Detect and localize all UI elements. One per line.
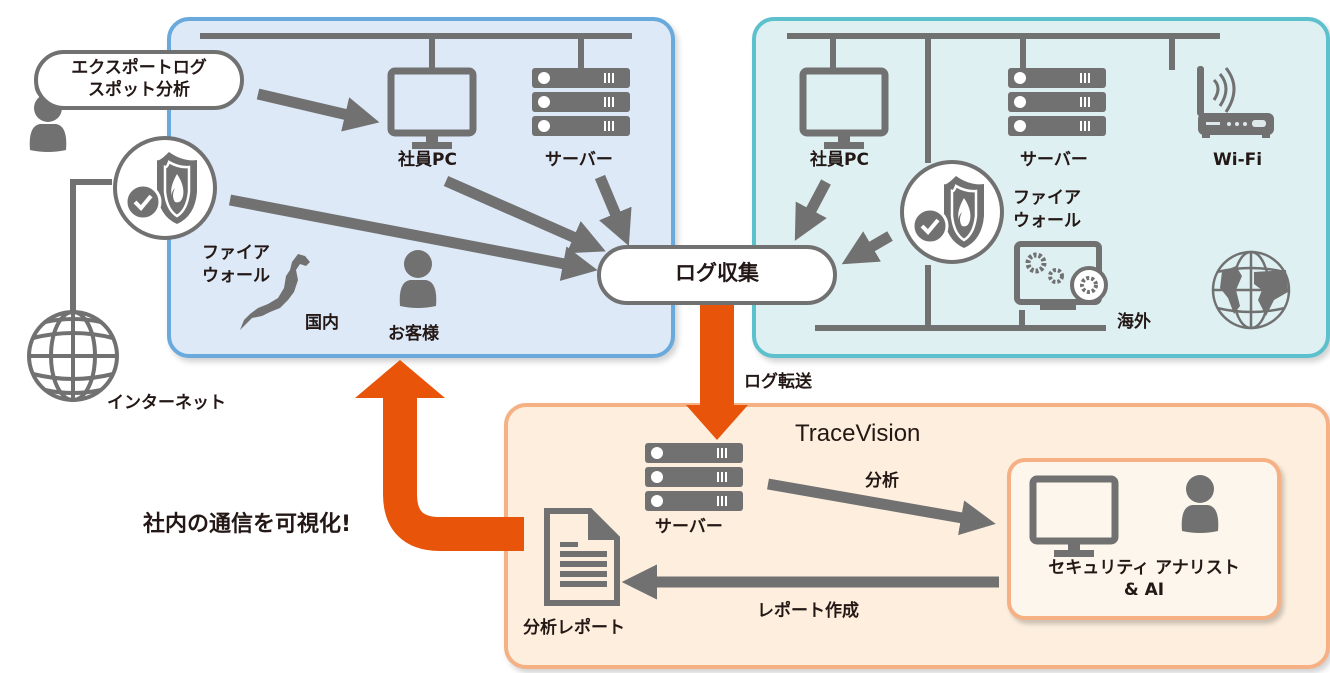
- arrow-overseas-pc-to-log: [794, 179, 831, 241]
- arrow-analyze: [767, 478, 996, 536]
- overseas-server-icon: [1008, 68, 1106, 136]
- spot-analysis-label-line2: スポット分析: [88, 80, 190, 100]
- analyst-person-icon: [1181, 475, 1219, 533]
- report-create-label: レポート作成: [757, 601, 859, 621]
- arrow-server-to-log: [594, 174, 632, 246]
- arrow-pc-to-log: [443, 175, 606, 254]
- wifi-router-icon: [1197, 66, 1274, 138]
- domestic-firewall-icon: [113, 136, 217, 240]
- arrow-firewall-to-log: [228, 194, 598, 281]
- flow-arrows: [228, 88, 999, 600]
- log-collection-node: [597, 245, 837, 305]
- customer-person-icon: [399, 250, 437, 308]
- overseas-firewall-label-line1: ファイア: [1013, 188, 1081, 208]
- analysis-report-label: 分析レポート: [523, 618, 625, 638]
- overseas-firewall-label-line2: ウォール: [1013, 211, 1081, 231]
- domestic-network-bus: [200, 33, 632, 70]
- visualize-callout: 社内の通信を可視化!: [143, 512, 352, 537]
- log-transfer-label: ログ転送: [744, 372, 812, 392]
- domestic-pc-monitor-icon: [391, 71, 473, 149]
- overseas-pc-monitor-icon: [803, 71, 885, 149]
- spot-analysis-speech-bubble: [34, 50, 244, 110]
- overseas-firewall-icon: [900, 160, 1004, 264]
- overseas-network-bus: [787, 33, 1220, 331]
- domestic-firewall-label-line1: ファイア: [202, 243, 270, 263]
- customer-label: お客様: [388, 324, 439, 344]
- visualize-return-arrow: [355, 360, 524, 551]
- internet-globe-icon: [27, 310, 119, 402]
- domestic-server-icon: [532, 68, 630, 136]
- overseas-server-label: サーバー: [1020, 150, 1088, 170]
- spot-analysis-label-line1: エクスポートログ: [71, 58, 207, 78]
- arrow-spot-analysis-to-pc: [256, 88, 380, 132]
- domestic-firewall-label-line2: ウォール: [202, 266, 270, 286]
- japan-map-icon: [240, 254, 310, 330]
- tracevision-server-icon: [645, 443, 743, 511]
- log-collection-label: ログ収集: [675, 261, 759, 285]
- wifi-label: Wi-Fi: [1213, 150, 1263, 170]
- overseas-pc-label: 社員PC: [810, 150, 869, 170]
- analysis-report-document-icon: [544, 508, 620, 606]
- analyze-label: 分析: [865, 471, 899, 491]
- analyst-label-line1: セキュリティ アナリスト: [1048, 558, 1240, 578]
- analyst-monitor-icon: [1033, 479, 1115, 557]
- tracevision-title: TraceVision: [795, 420, 921, 447]
- overseas-region-label: 海外: [1117, 312, 1151, 332]
- tracevision-server-label: サーバー: [655, 517, 723, 537]
- analyst-label-line2: & AI: [1123, 580, 1165, 600]
- domestic-pc-label: 社員PC: [398, 150, 457, 170]
- settings-monitor-icon: [1014, 241, 1108, 310]
- world-globe-icon: [1211, 250, 1291, 330]
- log-transfer-arrow: [686, 305, 748, 440]
- domestic-server-label: サーバー: [545, 150, 613, 170]
- domestic-region-label: 国内: [305, 313, 339, 333]
- internet-label: インターネット: [107, 393, 226, 413]
- arrow-overseas-firewall-to-log: [841, 231, 893, 265]
